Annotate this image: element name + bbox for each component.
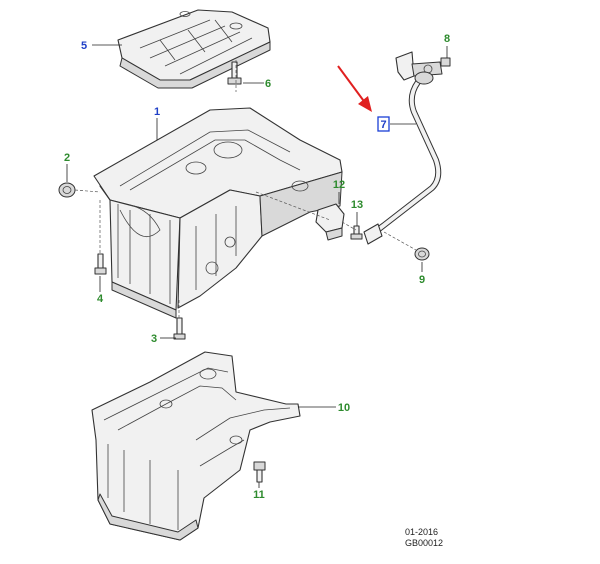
o-ring-9-part [414, 247, 430, 261]
bracket-12-part [315, 203, 345, 241]
oil-pan-part [93, 107, 343, 319]
bolt-6-part [227, 61, 242, 85]
lower-oil-pan-shield-part [91, 351, 301, 541]
diagram-caption: 01-2016 GB00012 [405, 527, 443, 548]
callout-7-highlight [377, 116, 390, 132]
caption-date: 01-2016 [405, 527, 438, 537]
red-pointer-arrow [337, 65, 372, 112]
baffle-plate-part [117, 9, 271, 89]
callout-2[interactable]: 2 [64, 152, 70, 164]
callouts: 1 2 3 4 5 6 7 8 9 10 11 12 13 [64, 33, 450, 501]
bolt-4-part [94, 253, 107, 275]
callout-9[interactable]: 9 [419, 274, 425, 286]
leader-lines [66, 44, 448, 488]
drain-plug-2-part [58, 182, 76, 198]
callout-5[interactable]: 5 [81, 40, 87, 52]
callout-12[interactable]: 12 [333, 179, 345, 191]
callout-3[interactable]: 3 [151, 333, 157, 345]
caption-code: GB00012 [405, 538, 443, 548]
callout-4[interactable]: 4 [97, 293, 104, 305]
callout-6[interactable]: 6 [265, 78, 271, 90]
callout-10[interactable]: 10 [338, 402, 350, 414]
callout-8[interactable]: 8 [444, 33, 450, 45]
callout-13[interactable]: 13 [351, 199, 363, 211]
bolt-11-part [253, 461, 266, 483]
callout-1[interactable]: 1 [154, 106, 160, 118]
bolt-3-part [173, 317, 186, 340]
bolt-8-part [440, 57, 451, 67]
callout-11[interactable]: 11 [253, 489, 265, 501]
assembly-lines [74, 60, 417, 318]
bolt-13-part [350, 225, 363, 240]
dipstick-tube-7-part [363, 51, 443, 245]
callout-7[interactable]: 7 [380, 119, 386, 131]
